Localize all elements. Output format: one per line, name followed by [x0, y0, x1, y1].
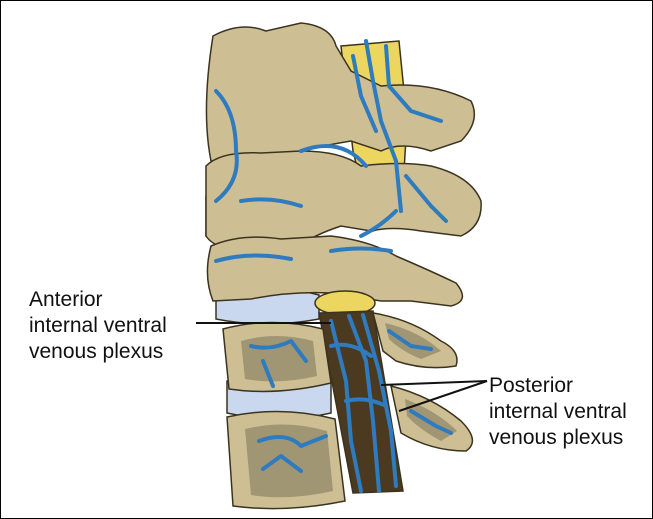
posterior-leader-line-1 [381, 381, 487, 385]
anterior-plexus-label: Anterior internal ventral venous plexus [29, 287, 167, 365]
posterior-plexus-label: Posterior internal ventral venous plexus [489, 373, 627, 451]
upper-vertebra [206, 23, 474, 161]
